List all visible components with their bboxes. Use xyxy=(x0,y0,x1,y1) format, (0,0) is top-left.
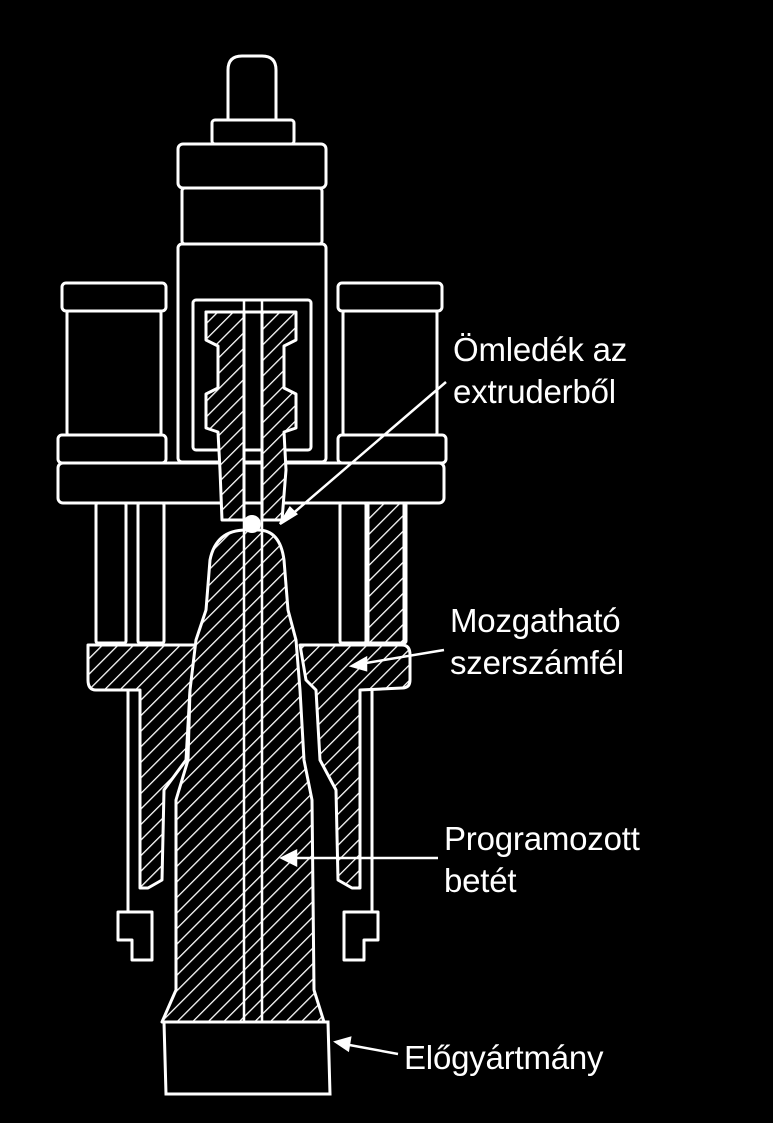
left-guide xyxy=(116,910,154,962)
label-mold-line1: Mozgatható xyxy=(450,602,621,639)
leader-mold xyxy=(359,648,445,666)
label-melt-line2: extruderből xyxy=(453,373,616,410)
right-guide xyxy=(342,910,380,962)
label-movable-mold-half: Mozgatható szerszámfél xyxy=(450,600,624,684)
mounting-plate xyxy=(56,461,446,505)
piston-rod xyxy=(226,54,278,122)
leader-melt xyxy=(289,381,447,517)
left-column-outer xyxy=(94,501,128,645)
rod-collar xyxy=(210,118,296,146)
left-column-inner xyxy=(136,501,166,645)
label-preform-line1: Előgyártmány xyxy=(404,1039,604,1076)
label-preform: Előgyártmány xyxy=(404,1037,604,1079)
movable-mold-right xyxy=(298,643,412,890)
right-cylinder-body xyxy=(341,309,439,437)
melt-inlet-point xyxy=(243,515,261,533)
label-melt-from-extruder: Ömledék az extruderből xyxy=(453,329,627,413)
cylinder-housing xyxy=(176,242,328,464)
top-cylinder-cap xyxy=(176,142,328,190)
label-melt-line1: Ömledék az xyxy=(453,331,628,368)
label-insert-line1: Programozott xyxy=(444,820,640,857)
left-cylinder-body xyxy=(65,309,163,437)
left-cylinder-base xyxy=(56,433,168,465)
left-cylinder xyxy=(60,281,168,313)
leader-preform xyxy=(343,1042,399,1056)
right-column-inner xyxy=(338,501,368,645)
right-upper-hatch xyxy=(366,501,406,645)
label-programmed-insert: Programozott betét xyxy=(444,818,640,902)
right-cylinder xyxy=(336,281,444,313)
label-mold-line2: szerszámfél xyxy=(450,644,624,681)
upper-melt-channel-left xyxy=(204,310,246,522)
preform xyxy=(162,1020,332,1096)
inner-housing xyxy=(191,298,313,452)
top-cylinder-body xyxy=(180,186,324,246)
right-cylinder-base xyxy=(336,433,448,465)
label-insert-line2: betét xyxy=(444,862,517,899)
